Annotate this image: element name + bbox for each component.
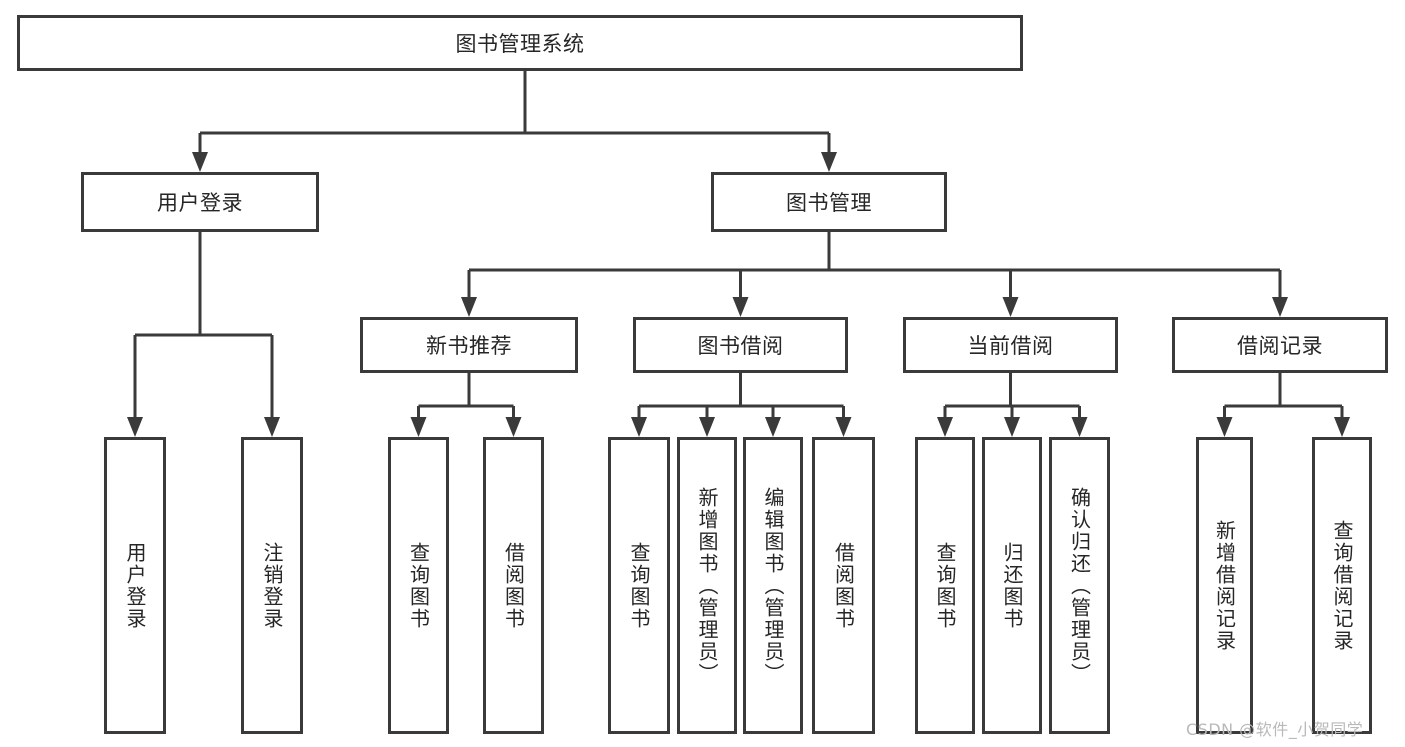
arrow-head-icon [505, 417, 522, 437]
node-box-new-book-recommend[interactable] [360, 317, 578, 373]
arrow-head-icon [1334, 417, 1350, 437]
arrow-head-icon [821, 152, 837, 172]
node-box-leaf-add-borrow-record[interactable] [1196, 437, 1253, 734]
node-box-leaf-query-book-recommend[interactable] [388, 437, 449, 734]
node-box-current-borrow[interactable] [903, 317, 1118, 373]
box-layer [17, 15, 1388, 734]
arrow-head-icon [1002, 297, 1019, 317]
arrow-head-icon [127, 417, 143, 437]
arrow-head-icon [1071, 417, 1088, 437]
arrow-head-icon [1216, 417, 1233, 437]
node-box-leaf-confirm-return-admin[interactable] [1049, 437, 1110, 734]
node-box-leaf-borrow-book-recommend[interactable] [483, 437, 544, 734]
connector-layer [127, 71, 1350, 437]
node-box-leaf-query-book-borrow[interactable] [608, 437, 670, 734]
node-box-book-borrow[interactable] [633, 317, 848, 373]
node-box-leaf-query-book-current[interactable] [915, 437, 975, 734]
arrow-head-icon [732, 297, 749, 317]
node-box-user-login[interactable] [81, 172, 319, 232]
watermark-text: CSDN @软件_小贺同学 [1186, 720, 1364, 739]
arrow-head-icon [937, 417, 953, 437]
arrow-head-icon [192, 152, 208, 172]
arrow-head-icon [1004, 417, 1020, 437]
node-box-leaf-user-login[interactable] [104, 437, 166, 734]
arrow-head-icon [461, 297, 477, 317]
arrow-head-icon [699, 417, 715, 437]
arrow-head-icon [765, 417, 781, 437]
node-box-book-management[interactable] [711, 172, 947, 232]
arrow-head-icon [835, 417, 852, 437]
node-box-leaf-query-borrow-record[interactable] [1312, 437, 1372, 734]
arrow-head-icon [631, 417, 647, 437]
node-box-leaf-borrow-book[interactable] [812, 437, 875, 734]
node-box-leaf-add-book-admin[interactable] [677, 437, 737, 734]
node-box-root[interactable] [17, 15, 1023, 71]
node-box-leaf-return-book[interactable] [982, 437, 1042, 734]
node-box-borrow-record[interactable] [1172, 317, 1388, 373]
arrow-head-icon [410, 417, 427, 437]
node-box-leaf-logout-login[interactable] [241, 437, 303, 734]
node-box-leaf-edit-book-admin[interactable] [743, 437, 803, 734]
arrow-head-icon [264, 417, 280, 437]
arrow-head-icon [1272, 297, 1288, 317]
